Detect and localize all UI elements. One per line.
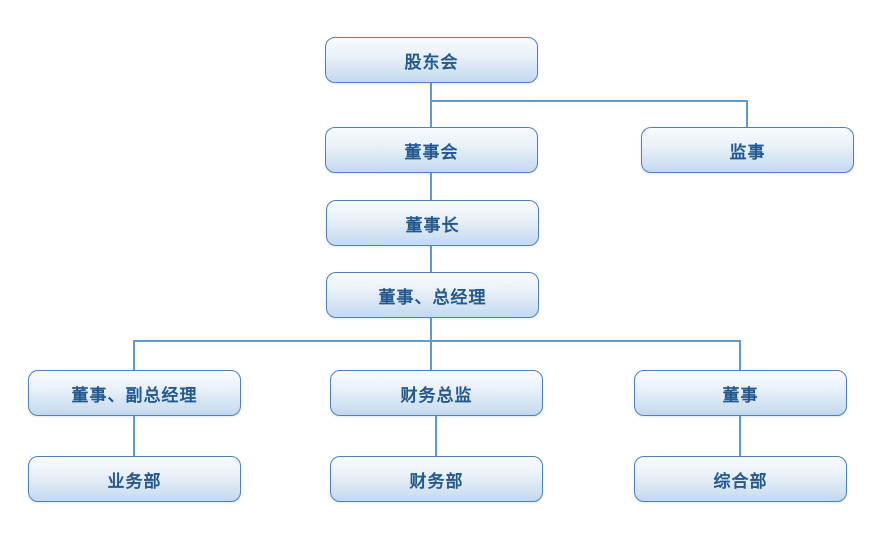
node-label: 财务总监	[400, 385, 473, 405]
node-finance-director[interactable]: 财务总监	[330, 370, 543, 416]
node-label: 财务部	[409, 471, 464, 491]
connector-shareholders-board	[430, 83, 432, 127]
node-finance-department[interactable]: 财务部	[330, 456, 543, 502]
node-board-of-directors[interactable]: 董事会	[325, 127, 538, 173]
node-label: 综合部	[713, 471, 768, 491]
node-director[interactable]: 董事	[634, 370, 847, 416]
node-director-general-manager[interactable]: 董事、总经理	[326, 272, 539, 318]
node-label: 业务部	[107, 471, 162, 491]
node-chairman[interactable]: 董事长	[326, 200, 539, 246]
node-label: 监事	[729, 142, 766, 162]
node-label: 董事、总经理	[378, 287, 487, 307]
node-business-department[interactable]: 业务部	[28, 456, 241, 502]
node-label: 股东会	[404, 52, 459, 72]
connector-gm-branch-horizontal	[133, 340, 741, 342]
connector-cfo-finance	[435, 416, 437, 456]
connector-branch-deputy-drop	[133, 340, 135, 370]
node-label: 董事、副总经理	[71, 385, 198, 405]
connector-board-chairman	[430, 173, 432, 200]
connector-director-general	[739, 416, 741, 456]
connector-branch-director-drop	[739, 340, 741, 370]
node-general-department[interactable]: 综合部	[634, 456, 847, 502]
connector-shareholders-supervisor-drop	[746, 100, 748, 127]
node-director-deputy-general-manager[interactable]: 董事、副总经理	[28, 370, 241, 416]
node-supervisor[interactable]: 监事	[641, 127, 854, 173]
connector-branch-cfo-drop	[430, 340, 432, 370]
connector-shareholders-supervisor-horizontal	[430, 100, 748, 102]
connector-deputy-business	[133, 416, 135, 456]
connector-chairman-gm	[430, 246, 432, 272]
node-label: 董事长	[405, 215, 460, 235]
node-label: 董事	[722, 385, 759, 405]
node-label: 董事会	[404, 142, 459, 162]
node-shareholders-meeting[interactable]: 股东会	[325, 37, 538, 83]
connector-gm-branch-stub	[430, 318, 432, 342]
